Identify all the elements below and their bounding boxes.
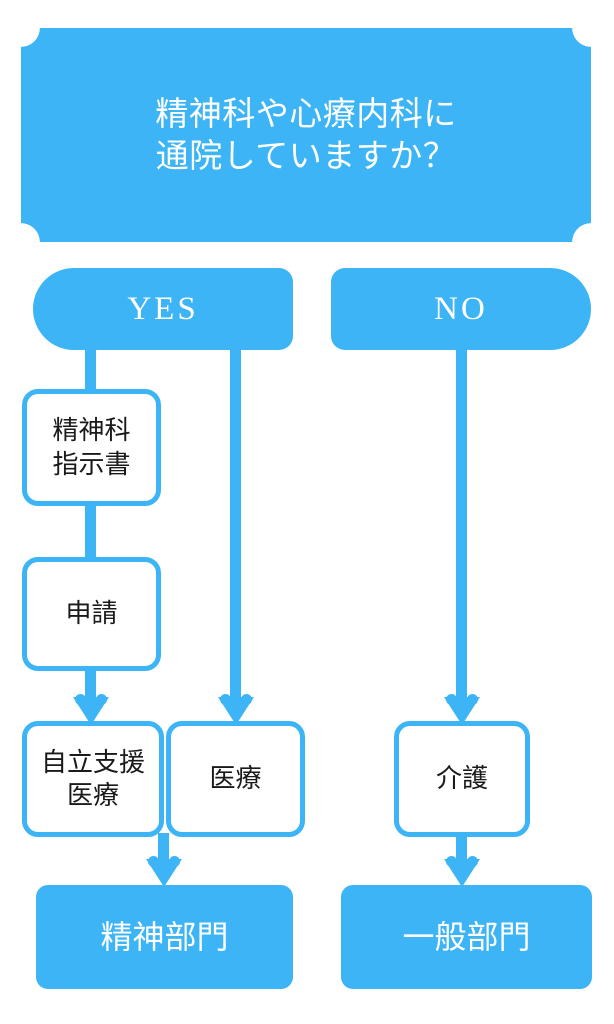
node-iryo[interactable]: 医療 [166,721,305,837]
node-shinsei-label: 申請 [65,598,118,629]
node-iryo-label: 医療 [209,763,262,794]
branch-no-label: NO [434,290,488,327]
arrow-kaigo-to-ippan-bumon [444,856,480,887]
question-banner: 精神科や心療内科に 通院していますか？ [21,28,591,242]
node-shinka-shijisho[interactable]: 精神科 指示書 [22,389,161,506]
node-jiritsu-shien-iryo[interactable]: 自立支援 医療 [22,721,164,837]
branch-yes-label: YES [127,290,199,327]
connector-shijisho-to-shinsei [85,502,96,561]
node-kaigo-label: 介護 [435,763,488,794]
branch-yes[interactable]: YES [33,268,293,350]
connector-no-to-kaigo [456,336,467,697]
node-ippan-bumon-label: 一般部門 [402,918,531,955]
node-kaigo[interactable]: 介護 [394,721,530,837]
arrow-no-to-kaigo [444,694,480,725]
node-seishin-bumon[interactable]: 精神部門 [36,885,293,989]
connector-shinsei-to-jiritsu [85,667,96,697]
arrow-middle-to-seishin-bumon [146,856,182,887]
node-seishin-bumon-label: 精神部門 [100,918,229,955]
connector-yes-to-iryo [230,336,241,697]
node-shinsei[interactable]: 申請 [22,557,161,671]
node-jiritsu-shien-iryo-label: 自立支援 医療 [40,746,145,810]
arrow-yes-to-iryo [218,694,254,725]
connector-yes-to-shijisho [85,336,96,394]
connector-middle-to-seishin-bumon [158,833,169,861]
node-shinka-shijisho-label: 精神科 指示書 [52,415,131,479]
arrow-shinsei-to-jiritsu [73,694,109,725]
connector-kaigo-to-ippan-bumon [456,833,467,861]
question-text: 精神科や心療内科に 通院していますか？ [155,94,457,174]
node-ippan-bumon[interactable]: 一般部門 [341,885,592,989]
